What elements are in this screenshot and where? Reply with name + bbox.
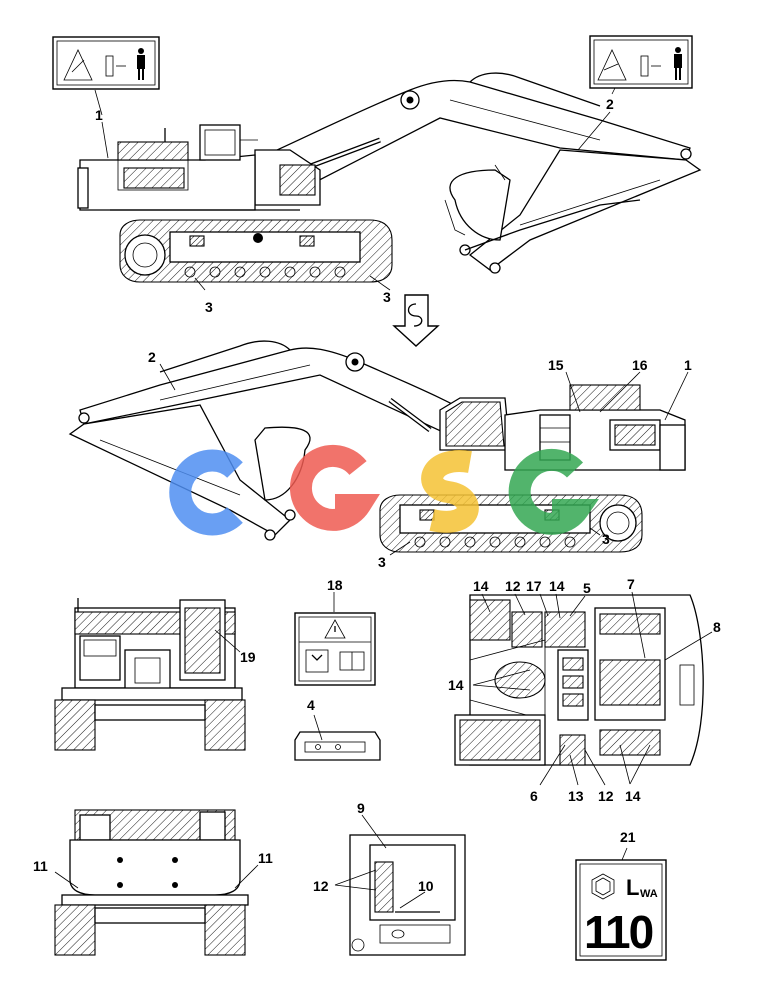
callout-16: 16	[632, 357, 648, 373]
excavator-side-view-left	[68, 340, 689, 556]
callout-9: 9	[357, 800, 365, 816]
noise-decal-value: 110	[584, 906, 653, 958]
watermark-logo	[169, 444, 599, 536]
callout-1: 1	[684, 357, 692, 373]
callout-21: 21	[620, 829, 636, 845]
callout-6: 6	[530, 788, 538, 804]
callout-1: 1	[95, 107, 103, 123]
callout-14: 14	[448, 677, 464, 693]
callout-17: 17	[526, 578, 542, 594]
callout-14: 14	[625, 788, 641, 804]
callout-5: 5	[583, 580, 591, 596]
noise-decal-subscript: WA	[640, 888, 658, 900]
warning-manual-decal	[294, 592, 376, 686]
callout-2: 2	[148, 349, 156, 365]
callout-11: 11	[258, 850, 273, 866]
callout-8: 8	[713, 619, 721, 635]
excavator-side-view-right	[52, 35, 702, 291]
callout-14: 14	[473, 578, 489, 594]
callout-3: 3	[602, 531, 610, 547]
callout-12: 12	[598, 788, 614, 804]
callout-18: 18	[327, 577, 343, 593]
callout-labels: 1 2 3 3 2 15 16 1 3 3 18 19 4 14 12 17 1…	[33, 96, 721, 894]
callout-12: 12	[505, 578, 521, 594]
noise-decal-unit: L	[626, 875, 639, 900]
callout-19: 19	[240, 649, 256, 665]
callout-10: 10	[418, 878, 434, 894]
warning-decal-right	[589, 35, 693, 89]
callout-15: 15	[548, 357, 564, 373]
callout-4: 4	[307, 697, 315, 713]
callout-3: 3	[378, 554, 386, 570]
callout-11: 11	[33, 858, 48, 874]
callout-13: 13	[568, 788, 584, 804]
rear-view-with-cab	[54, 598, 246, 751]
callout-7: 7	[627, 576, 635, 592]
callout-12: 12	[313, 878, 329, 894]
callout-3: 3	[205, 299, 213, 315]
callout-2: 2	[606, 96, 614, 112]
lifting-hook-arrow-icon	[392, 294, 440, 347]
warning-decal-left	[52, 36, 160, 90]
side-door-panel	[334, 814, 466, 956]
callout-3: 3	[383, 289, 391, 305]
noise-level-decal	[575, 847, 667, 961]
callout-14: 14	[549, 578, 565, 594]
rear-view-counterweight	[54, 809, 259, 956]
part-4-counterweight-bracket	[294, 714, 381, 761]
top-view-upper-structure	[454, 591, 713, 786]
